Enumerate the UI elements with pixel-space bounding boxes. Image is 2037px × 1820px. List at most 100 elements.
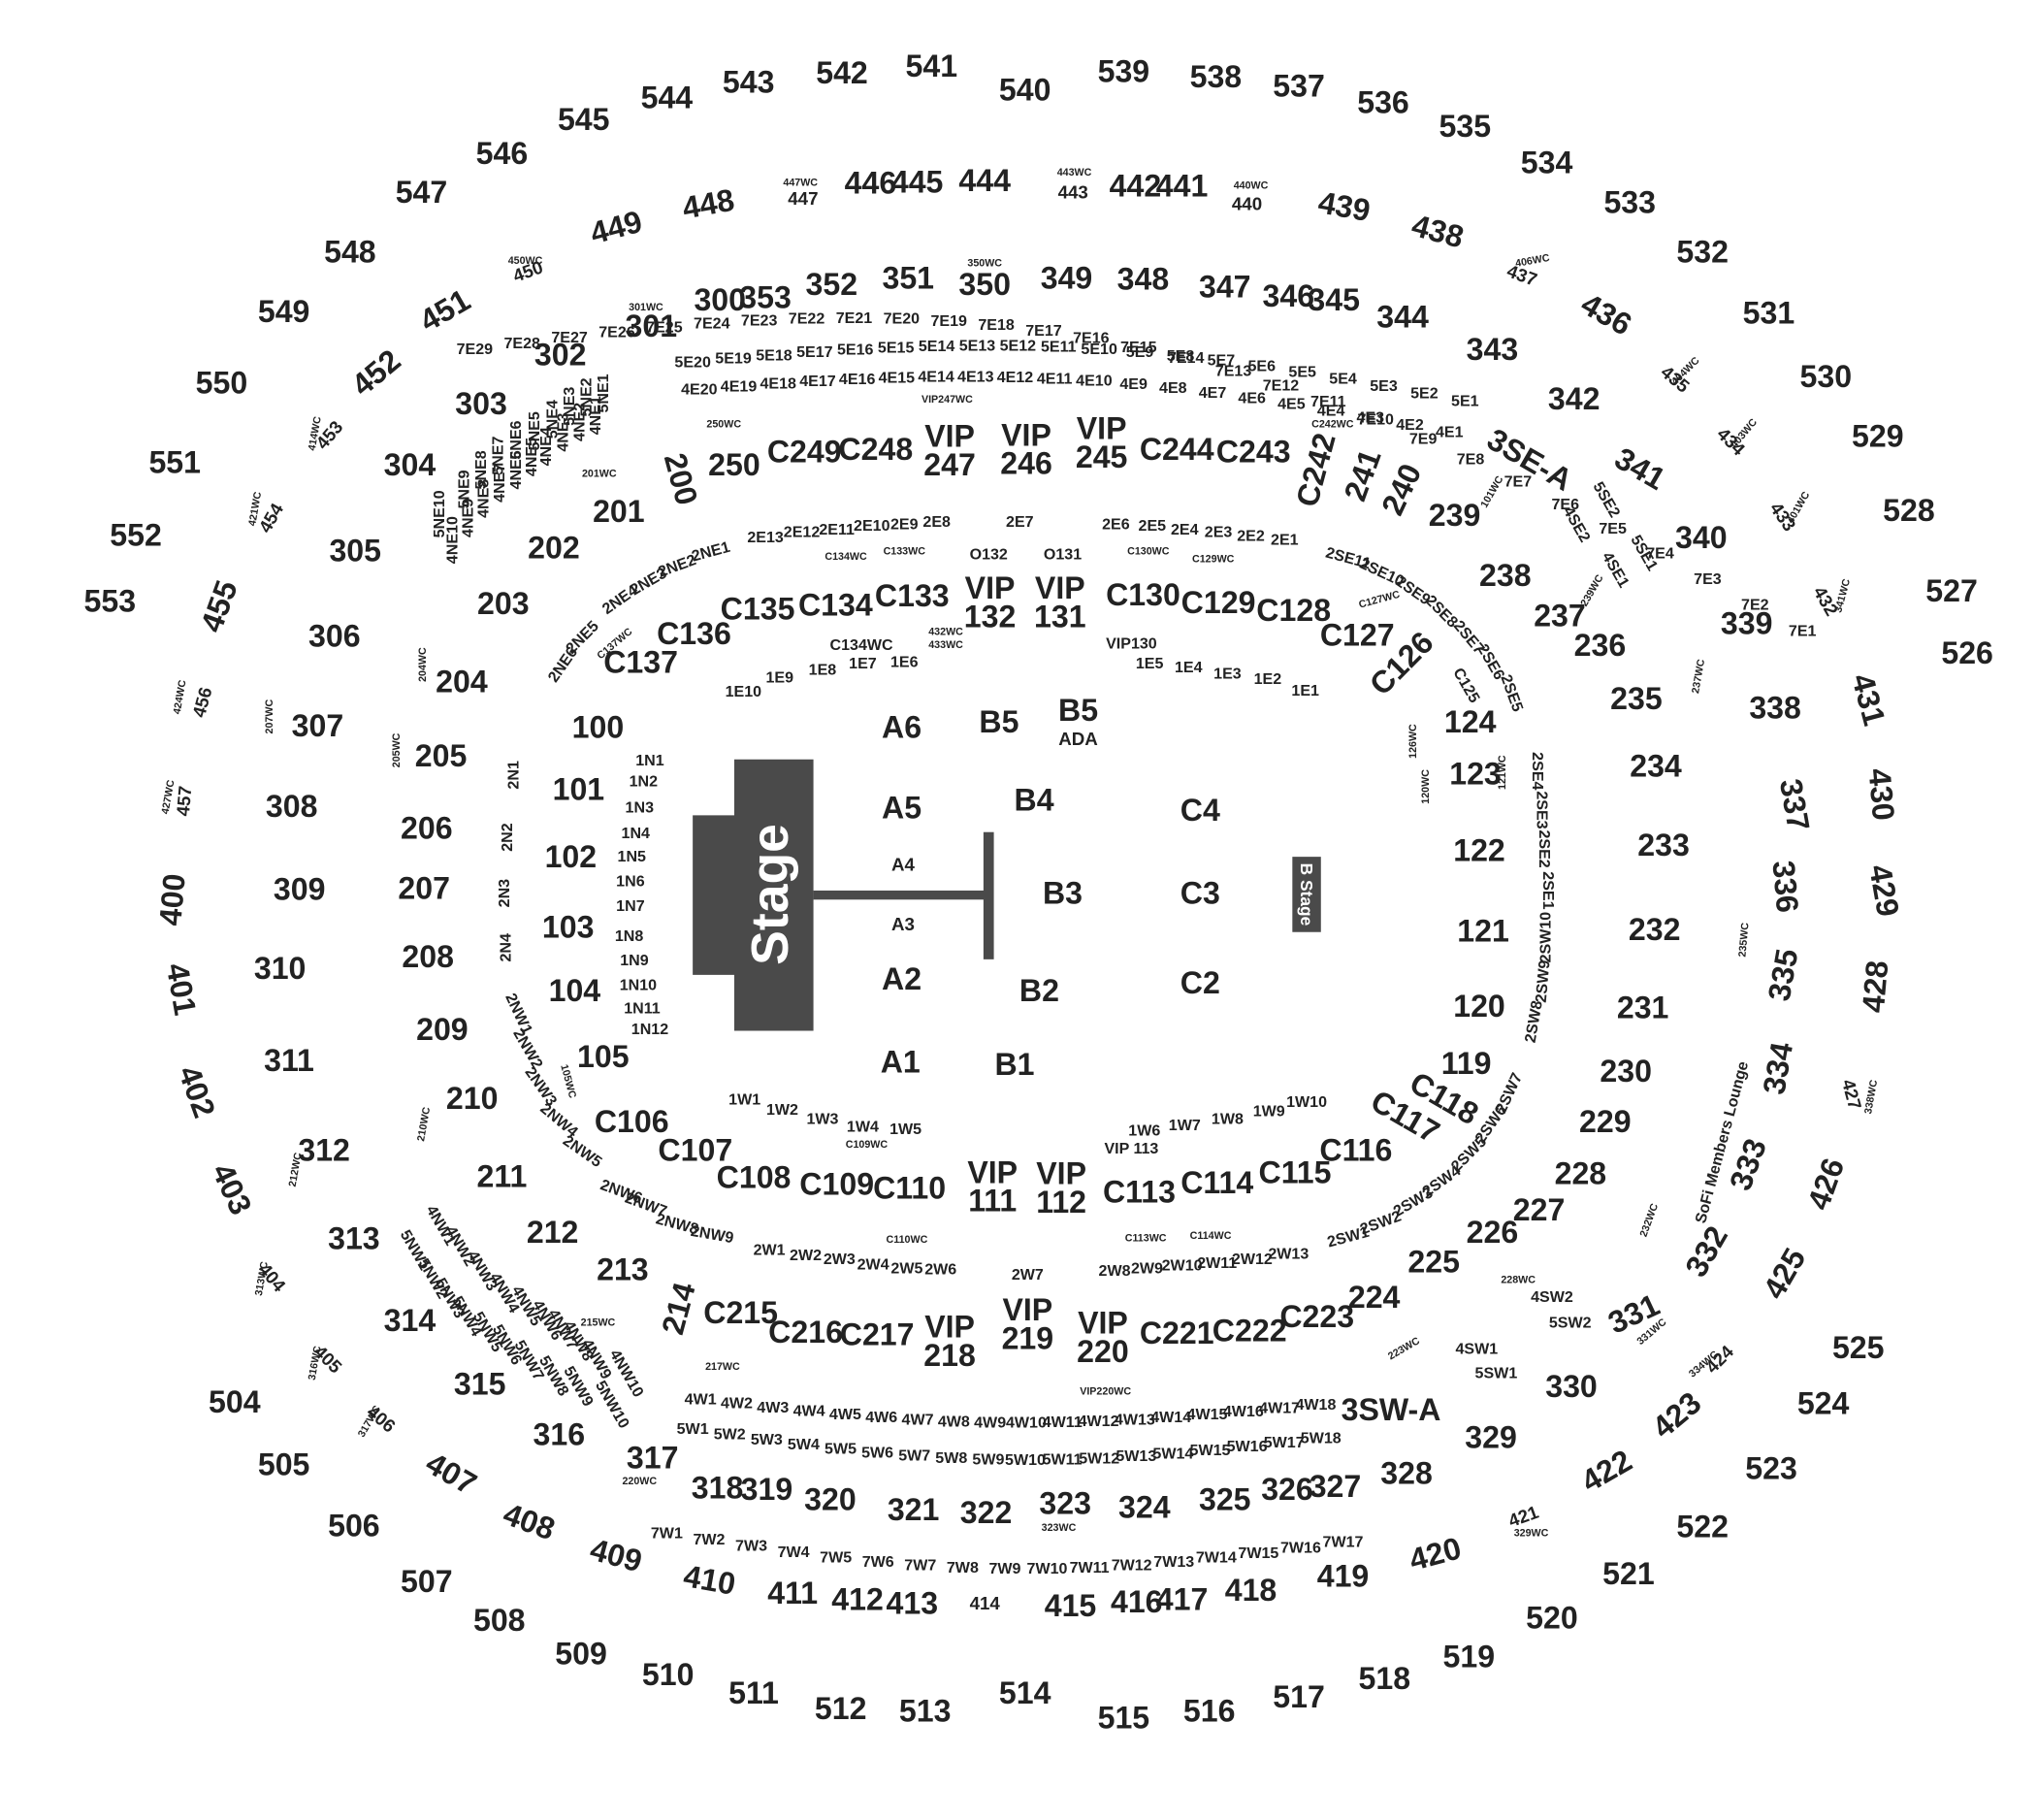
section-5[interactable]: 219 [1002, 1321, 1054, 1356]
row-1w2[interactable]: 1W2 [766, 1101, 798, 1119]
section-42[interactable]: 342 [1548, 381, 1600, 416]
section-35[interactable]: 539 [1098, 54, 1150, 89]
section-47[interactable]: 347 [1199, 270, 1251, 305]
row-7e12[interactable]: 7E12 [1263, 376, 1300, 394]
row-1e7[interactable]: 1E7 [849, 655, 877, 672]
section-10[interactable]: 310 [254, 951, 307, 986]
section-39[interactable]: 543 [723, 64, 775, 99]
section-11[interactable]: 211 [477, 1158, 528, 1193]
section-41[interactable]: 441 [1156, 168, 1209, 203]
section-30[interactable]: 534 [1521, 145, 1573, 179]
section-6[interactable]: C114 [1180, 1165, 1253, 1200]
row-1e10[interactable]: 1E10 [726, 683, 762, 700]
section-32[interactable]: 332 [1678, 1220, 1734, 1283]
row-7e26[interactable]: 7E26 [598, 323, 635, 341]
row-5e8[interactable]: 5E8 [1167, 347, 1195, 365]
row-4w4[interactable]: 4W4 [793, 1403, 825, 1420]
section-20[interactable]: 320 [804, 1481, 857, 1516]
section-32[interactable]: 536 [1357, 85, 1409, 120]
section-1[interactable]: 201 [593, 494, 645, 529]
section-17[interactable]: 417 [1156, 1582, 1209, 1617]
row-2ne6[interactable]: 2NE6 [544, 643, 581, 685]
section-1[interactable]: 505 [258, 1446, 310, 1481]
section-16[interactable]: 225 [1407, 1245, 1460, 1280]
row-5w18[interactable]: 5W18 [1301, 1430, 1342, 1447]
section-3[interactable]: C109 [799, 1166, 874, 1201]
row-5ne2[interactable]: 5NE2 [577, 377, 595, 416]
main-stage-shape[interactable] [693, 759, 814, 1031]
section-1[interactable]: 401 [160, 960, 204, 1018]
row-4ne10[interactable]: 4NE10 [444, 516, 462, 564]
row-1e2[interactable]: 1E2 [1254, 670, 1282, 688]
section-50[interactable]: 350 [958, 267, 1011, 302]
section-42[interactable]: 546 [476, 136, 529, 171]
row-4ne6[interactable]: 4NE6 [507, 450, 525, 489]
row-4w6[interactable]: 4W6 [865, 1409, 897, 1426]
row-5ne6[interactable]: 5NE6 [507, 420, 525, 459]
section-5[interactable]: A6 [882, 709, 922, 744]
row-2w7[interactable]: 2W7 [1012, 1266, 1044, 1284]
row-7e21[interactable]: 7E21 [836, 309, 873, 327]
row-4ne9[interactable]: 4NE9 [460, 499, 477, 537]
section-23[interactable]: 423 [1645, 1385, 1707, 1446]
row-7w7[interactable]: 7W7 [904, 1556, 936, 1574]
row-5e1[interactable]: 5E1 [1451, 392, 1479, 409]
row-4e4[interactable]: 4E4 [1317, 402, 1345, 419]
row-4w3[interactable]: 4W3 [757, 1399, 789, 1416]
row-5ne7[interactable]: 5NE7 [489, 437, 506, 475]
section-1[interactable]: C107 [658, 1133, 732, 1168]
section-3[interactable]: 303 [455, 386, 507, 421]
section-43[interactable]: 343 [1467, 332, 1519, 367]
row-7e9[interactable]: 7E9 [1409, 430, 1438, 447]
section-13[interactable]: 517 [1273, 1679, 1325, 1714]
row-5e6[interactable]: 5E6 [1248, 357, 1277, 374]
section-20[interactable]: 524 [1797, 1385, 1850, 1420]
section-47[interactable]: 447 [788, 188, 818, 209]
section-21[interactable]: 321 [888, 1492, 940, 1527]
row-4e14[interactable]: 4E14 [918, 368, 954, 385]
row-5w1[interactable]: 5W1 [677, 1420, 709, 1438]
section-26[interactable]: 235 [1610, 681, 1663, 716]
section-3[interactable]: 507 [401, 1564, 453, 1599]
section-12[interactable]: 312 [298, 1133, 350, 1168]
section-2[interactable]: 402 [172, 1061, 222, 1122]
section-1[interactable]: 101 [553, 772, 605, 807]
row-7w3[interactable]: 7W3 [735, 1538, 767, 1555]
row-4ne5[interactable]: 4NE5 [523, 438, 540, 476]
section-45[interactable]: 345 [1308, 282, 1360, 317]
row-2se5[interactable]: 2SE5 [1497, 672, 1526, 714]
section-12[interactable]: C127 [1320, 617, 1395, 652]
row-4ne3[interactable]: 4NE3 [554, 412, 571, 451]
row-1n4[interactable]: 1N4 [622, 825, 651, 842]
section-4[interactable]: A5 [882, 790, 922, 825]
row-7e29[interactable]: 7E29 [457, 341, 494, 358]
section-25[interactable]: 425 [1756, 1242, 1812, 1304]
row-o131[interactable]: O131 [1044, 545, 1082, 563]
section-7[interactable]: B2 [1019, 973, 1059, 1008]
section-6[interactable]: 119 [1441, 1046, 1492, 1081]
section-23[interactable]: 323 [1039, 1486, 1091, 1521]
row-4ne2[interactable]: 4NE2 [571, 403, 589, 441]
row-4e7[interactable]: 4E7 [1199, 384, 1227, 402]
section-4[interactable]: 304 [384, 447, 436, 482]
row-1w7[interactable]: 1W7 [1169, 1117, 1201, 1134]
row-1w9[interactable]: 1W9 [1253, 1102, 1285, 1120]
section-15[interactable]: 224 [1348, 1280, 1401, 1315]
row-5e11[interactable]: 5E11 [1041, 339, 1077, 356]
section-0[interactable]: 200 [658, 449, 705, 508]
section-43[interactable]: 443 [1058, 182, 1088, 203]
row-5e17[interactable]: 5E17 [796, 343, 833, 361]
section-29[interactable]: C244 [1140, 432, 1214, 467]
section-15[interactable]: 519 [1443, 1639, 1496, 1674]
row-4e8[interactable]: 4E8 [1159, 379, 1187, 397]
row-7w11[interactable]: 7W11 [1070, 1559, 1110, 1576]
row-5w9[interactable]: 5W9 [972, 1450, 1004, 1468]
section-7[interactable]: 407 [420, 1446, 482, 1502]
row-4e12[interactable]: 4E12 [997, 369, 1034, 386]
section-9[interactable]: 513 [899, 1694, 952, 1729]
row-1n1[interactable]: 1N1 [635, 752, 664, 769]
section-17[interactable]: 521 [1602, 1556, 1655, 1591]
row-7w2[interactable]: 7W2 [693, 1531, 725, 1548]
section-27[interactable]: C242 [1289, 430, 1342, 510]
section-21[interactable]: 230 [1600, 1054, 1652, 1089]
